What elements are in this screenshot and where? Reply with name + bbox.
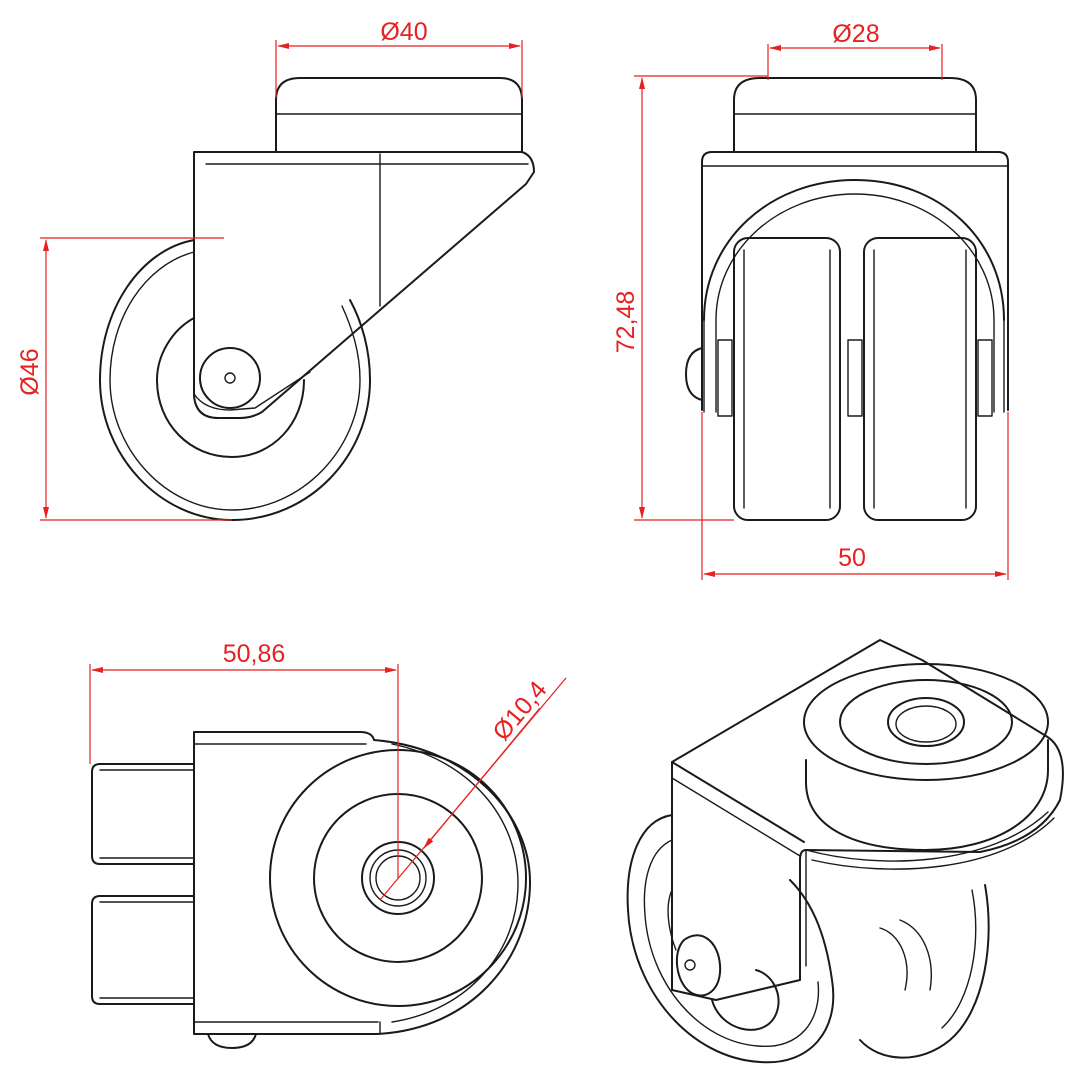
front-top-plate [733, 77, 977, 153]
side-wheel [99, 239, 371, 521]
isometric-view [626, 639, 1064, 1064]
front-view: Ø28 72,48 50 [612, 20, 1009, 580]
top-view: 50,86 Ø10,4 [89, 640, 567, 1049]
side-view: Ø40 Ø46 [16, 18, 535, 521]
iso-wheel-front [626, 814, 835, 1064]
side-top-plate [275, 77, 523, 153]
front-fork-arch [703, 179, 1005, 321]
front-wheel-right [863, 237, 977, 521]
top-bracket [193, 731, 531, 1035]
front-wheel-left [733, 237, 841, 521]
top-wheel-lower [91, 895, 195, 1005]
dim-top-plate-diameter: Ø40 [380, 18, 427, 46]
side-fork [193, 151, 535, 419]
iso-fork [671, 639, 1064, 1001]
dim-offset: 50,86 [223, 640, 286, 668]
dim-overall-height: 72,48 [612, 291, 640, 354]
dim-bolt-hole-diameter: Ø10,4 [487, 676, 552, 746]
dim-top-plate-inner-diameter: Ø28 [832, 20, 879, 48]
iso-top-plate [803, 663, 1049, 851]
iso-wheel-rear [859, 884, 990, 1059]
side-dimensions: Ø40 Ø46 [16, 18, 523, 521]
front-dimensions: Ø28 72,48 50 [612, 20, 1009, 580]
dim-wheel-diameter: Ø46 [16, 348, 44, 395]
dim-overall-width: 50 [838, 544, 866, 572]
front-bracket [701, 151, 1009, 411]
top-wheel-upper [91, 763, 195, 865]
